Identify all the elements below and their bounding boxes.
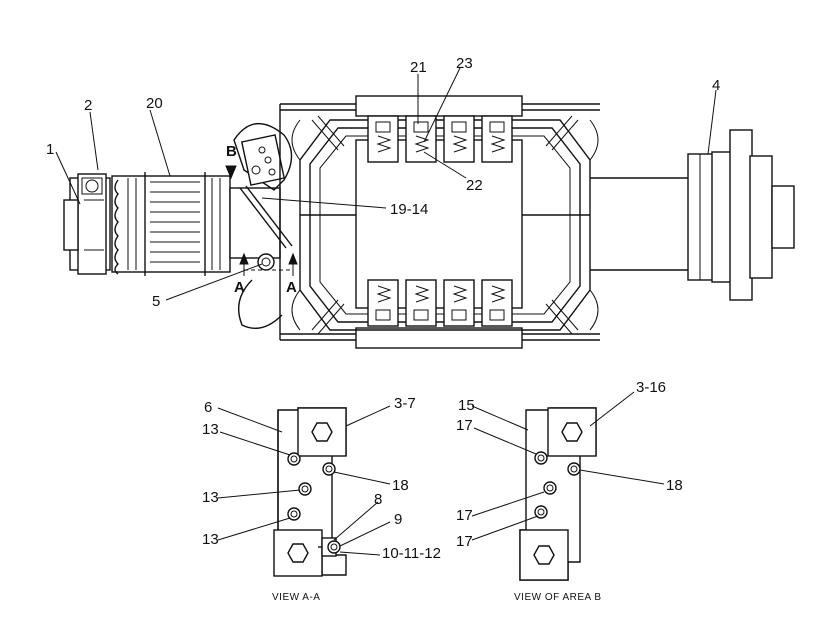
view-aa-label-6: 6 — [204, 399, 212, 416]
commutator — [111, 172, 231, 276]
brush-row-bottom — [367, 279, 513, 327]
view-b-label-18: 18 — [666, 477, 683, 494]
callout-22: 22 — [466, 177, 483, 194]
brush-row-top — [367, 115, 513, 163]
view-aa-label-3-7: 3-7 — [394, 395, 416, 412]
drive-flange — [687, 129, 795, 301]
frame — [279, 95, 600, 349]
view-aa-terminal — [318, 537, 341, 557]
view-b-label-17-a: 17 — [456, 417, 473, 434]
leader-lines — [55, 67, 717, 301]
view-b-label-17-b: 17 — [456, 507, 473, 524]
callout-20: 20 — [146, 95, 163, 112]
main-callouts: 1 2 20 21 23 22 4 B 19-14 5 A A — [46, 55, 720, 310]
callout-2: 2 — [84, 97, 92, 114]
view-b-leaders — [471, 391, 665, 541]
view-aa-caption: VIEW A-A — [272, 592, 320, 603]
callout-21: 21 — [410, 59, 427, 76]
brush-holder — [229, 122, 293, 329]
view-aa-leaders — [217, 405, 391, 556]
view-b-label-3-16: 3-16 — [636, 379, 666, 396]
view-aa-label-13-b: 13 — [202, 489, 219, 506]
view-b-top-pad — [547, 407, 597, 457]
view-aa-label-9: 9 — [394, 511, 402, 528]
view-b-label-15: 15 — [458, 397, 475, 414]
main-assembly — [63, 95, 795, 349]
view-aa-top-pad — [297, 407, 347, 457]
field-coils — [291, 115, 599, 335]
view-aa-bottom-pad — [273, 529, 323, 577]
view-aa-label-10-11-12: 10-11-12 — [382, 545, 441, 562]
callout-5: 5 — [152, 293, 160, 310]
view-area-b: 15 3-16 17 18 17 17 VIEW OF AREA B — [456, 379, 683, 603]
view-aa-bolts — [287, 452, 336, 521]
callout-4: 4 — [712, 77, 720, 94]
section-marker-a-right: A — [286, 279, 297, 296]
view-aa-label-18: 18 — [392, 477, 409, 494]
bearing — [63, 173, 111, 275]
view-aa-label-13-c: 13 — [202, 531, 219, 548]
callout-19-14: 19-14 — [390, 201, 428, 218]
view-b-bottom-pad — [519, 529, 569, 581]
view-aa-label-13-a: 13 — [202, 421, 219, 438]
callout-b: B — [226, 143, 237, 160]
view-a-a: 6 3-7 13 18 13 8 9 13 10-11-12 VIEW A-A — [202, 395, 441, 603]
view-b-label-17-c: 17 — [456, 533, 473, 550]
section-marker-a-left: A — [234, 279, 245, 296]
callout-23: 23 — [456, 55, 473, 72]
view-b-caption: VIEW OF AREA B — [514, 592, 602, 603]
shaft — [590, 177, 690, 271]
view-aa-label-8: 8 — [374, 491, 382, 508]
callout-1: 1 — [46, 141, 54, 158]
view-b-bolts — [534, 451, 581, 519]
